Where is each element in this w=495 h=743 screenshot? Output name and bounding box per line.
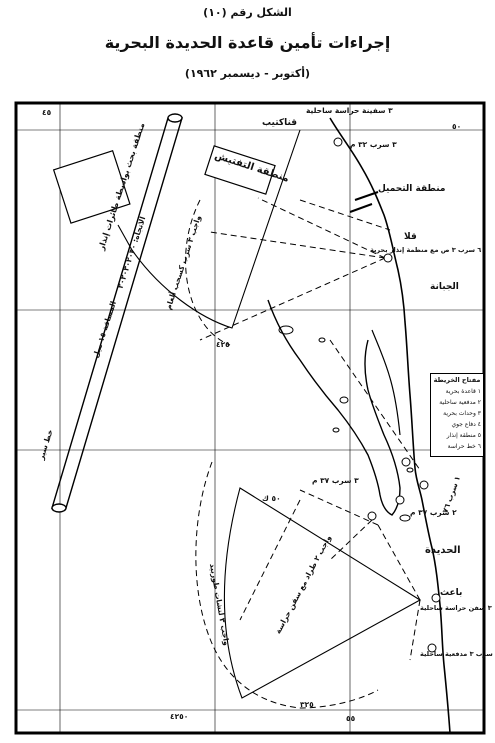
search-aircraft-zone: [52, 149, 131, 224]
annotation-north-unit: ٦ سرب ٣ ص مع منظمة إنذار بحرية: [370, 246, 482, 254]
patrol-routes-south: [195, 461, 421, 709]
figure-label: الشكل رقم (١٠): [203, 6, 292, 19]
north-label: ٣ سفينة حراسة ساحلية: [306, 106, 393, 115]
annotation-angle-south: ٣٢٥: [300, 700, 314, 709]
place-qala: قلا: [404, 232, 417, 242]
place-ras-katib: قناكتيب: [262, 118, 298, 128]
grid-label-bottom-left: ٤٢٥٠: [170, 712, 189, 721]
south-sector: [223, 487, 422, 699]
legend-row: ١ قاعدة بحرية: [445, 388, 481, 395]
inspection-box: [204, 145, 276, 195]
coastline-inner: [371, 329, 401, 436]
islands: [278, 325, 414, 522]
naval-route-bar: [51, 113, 183, 513]
legend-row: ٤ دفاع جوي: [451, 421, 481, 428]
legend-row: ٥ منطقة إنذار: [446, 432, 481, 439]
map-title: إجراءات تأمين قاعدة الحديدة البحرية: [104, 33, 391, 52]
inspection-sector: [117, 129, 301, 329]
annotation-bottom-unit: سرب ٣ مدفعية ساحلية: [420, 650, 493, 658]
map-frame: [14, 101, 486, 735]
annotation-mid-unit2: ٢ سرب ٣٧ م: [410, 508, 457, 517]
unit-markers: [333, 137, 441, 653]
grid-label-top-left: ٤٥: [42, 108, 52, 117]
legend-row: ٣ وحدات بحرية: [443, 410, 481, 417]
annotation-south-unit: ٣ سفن حراسة ساحلية: [420, 604, 492, 612]
patrol-routes-north: [185, 197, 421, 471]
coastline-main: [329, 117, 451, 734]
legend-title: مفتاح الخريطة: [433, 376, 481, 384]
annotation-ras: ٣ سرب ٣٢ م: [350, 140, 397, 149]
annotation-mid-unit: ٣ سرب ٣٧ م: [312, 476, 359, 485]
coastline-peninsula: [267, 299, 401, 516]
map-legend: مفتاح الخريطة ١ قاعدة بحرية ٢ مدفعية ساح…: [430, 373, 484, 457]
annotation-angle-north: ٤٢٥: [216, 340, 230, 349]
place-jabbana: الجبانة: [430, 282, 459, 292]
legend-row: ٢ مدفعية ساحلية: [439, 399, 481, 406]
annotation-radius: ٥٠ ك: [262, 494, 281, 503]
place-bait: باعث: [440, 588, 463, 598]
place-hodeidah: الحديدة: [425, 545, 461, 556]
grid-label-top-right: ٥٠: [452, 122, 462, 131]
legend-row: ٦ خط حراسة: [447, 443, 481, 450]
grid-label-bottom-mid: ٥٥: [346, 714, 356, 723]
anchorage-marks: [349, 191, 379, 213]
map-date: (أكتوبر - ديسمبر ١٩٦٢): [184, 67, 311, 80]
zone-anchorage: منطقة التحميل: [378, 184, 446, 194]
